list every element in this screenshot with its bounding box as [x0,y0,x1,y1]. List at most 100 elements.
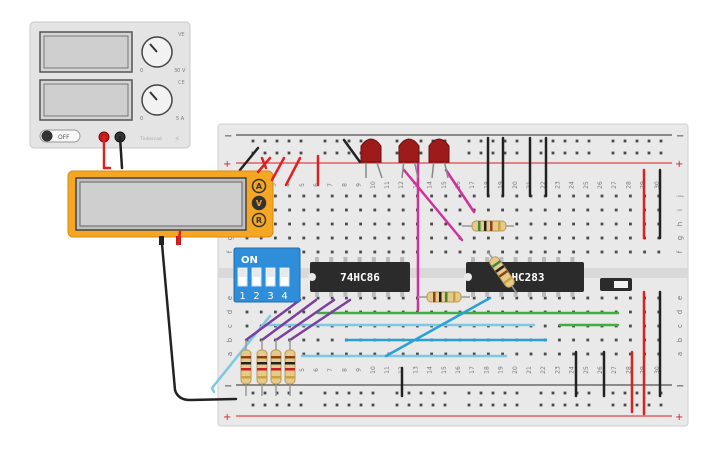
breadboard-hole [657,250,661,254]
rail-hole [503,391,507,395]
voltage-display-screen [43,35,129,69]
breadboard-hole [359,222,362,226]
column-label: 19 [498,366,505,374]
slide-switch[interactable] [600,278,632,291]
led-3 [428,138,450,179]
wire-black-led-1 [342,138,362,164]
breadboard-hole [288,222,291,226]
column-label: 25 [583,181,590,189]
rail-hole [467,139,471,143]
breadboard-hole [629,222,632,226]
voltmeter-button-label: V [256,199,263,208]
multimeter-black-probe[interactable] [159,236,164,245]
vertical-resistor-body [240,349,252,385]
dip-switch-number: 4 [281,291,287,302]
ohmmeter-button-label: R [256,216,262,225]
voltmeter-button[interactable]: V [251,195,267,211]
leds [360,138,450,179]
breadboard-hole [345,194,348,198]
rail-hole [359,391,363,395]
rail-hole [479,151,483,155]
breadboard-hole [600,194,604,198]
ammeter-button-circle[interactable] [251,178,267,194]
breadboard-hole [316,236,320,240]
rail-hole [635,151,639,155]
dip-lever[interactable] [267,269,274,277]
breadboard-hole [515,222,519,226]
breadboard-hole [330,236,334,240]
rail-hole [263,151,267,155]
wire-magenta-3 [444,168,476,214]
breadboard-hole [472,236,476,240]
breadboard-hole [274,310,277,314]
column-label: 27 [611,366,618,374]
breadboard-hole [572,208,575,212]
chip-pin [513,292,518,297]
rail-hole [659,139,663,143]
led-3-leg-2 [443,159,449,179]
row-letter: d [226,310,234,314]
breadboard-hole [359,352,362,356]
breadboard-hole [345,296,348,300]
chip-pin [357,292,362,297]
breadboard-hole [472,352,476,356]
wire-red-rail-5 [284,156,302,187]
dip-lever[interactable] [281,269,288,277]
breadboard-hole [373,222,377,226]
rail-hole [419,139,423,143]
chip-pin [542,257,546,262]
resistor-diagonal-band-4 [503,276,513,285]
breadboard-hole [614,222,618,226]
ohmmeter-button-circle[interactable] [251,212,267,228]
chip-74hc86-pins [315,257,405,297]
breadboard-hole [302,194,306,198]
ammeter-button[interactable]: A [251,178,267,194]
column-label: 5 [299,183,306,187]
rail-hole [263,403,267,407]
vertical-resistor-band [285,362,295,365]
ohmmeter-button[interactable]: R [251,212,267,228]
breadboard-hole [444,208,448,212]
breadboard-hole [458,352,462,356]
breadboard-hole [458,250,462,254]
breadboard-hole [416,352,419,356]
column-label: 28 [625,181,632,189]
resistor-middle-band-1 [433,292,436,302]
voltmeter-button-circle[interactable] [251,195,267,211]
breadboard-hole [529,236,533,240]
external-wires [102,135,272,402]
breadboard-hole [387,194,391,198]
slide-switch-knob[interactable] [614,281,628,288]
column-label: 13 [412,366,419,374]
dip-lever[interactable] [239,269,246,277]
dip-lever[interactable] [253,269,260,277]
breadboard-hole [543,324,547,328]
rail-hole [299,391,303,395]
breadboard-hole [316,250,320,254]
column-label: 23 [554,181,561,189]
breadboard-hole [302,296,306,300]
breadboard-hole [359,236,362,240]
rail-hole [491,391,495,395]
rail-hole [371,403,375,407]
rail-hole [407,391,411,395]
rail-hole [551,139,555,143]
breadboard-hole [302,310,306,314]
breadboard-hole [274,208,277,212]
top-plus-label-right: + [675,159,683,170]
breadboard-hole [529,296,533,300]
wire-purple-1 [244,298,302,342]
breadboard-hole [472,208,476,212]
column-label: 9 [356,368,363,372]
resistor-middle-body [426,291,462,303]
current-display-screen [43,83,129,117]
chip-pin [371,292,376,297]
breadboard-hole [614,352,618,356]
power-switch-label: OFF [58,134,70,141]
breadboard-hole [558,208,561,212]
resistor-top-band-4 [498,221,501,231]
column-label: 14 [427,181,434,189]
